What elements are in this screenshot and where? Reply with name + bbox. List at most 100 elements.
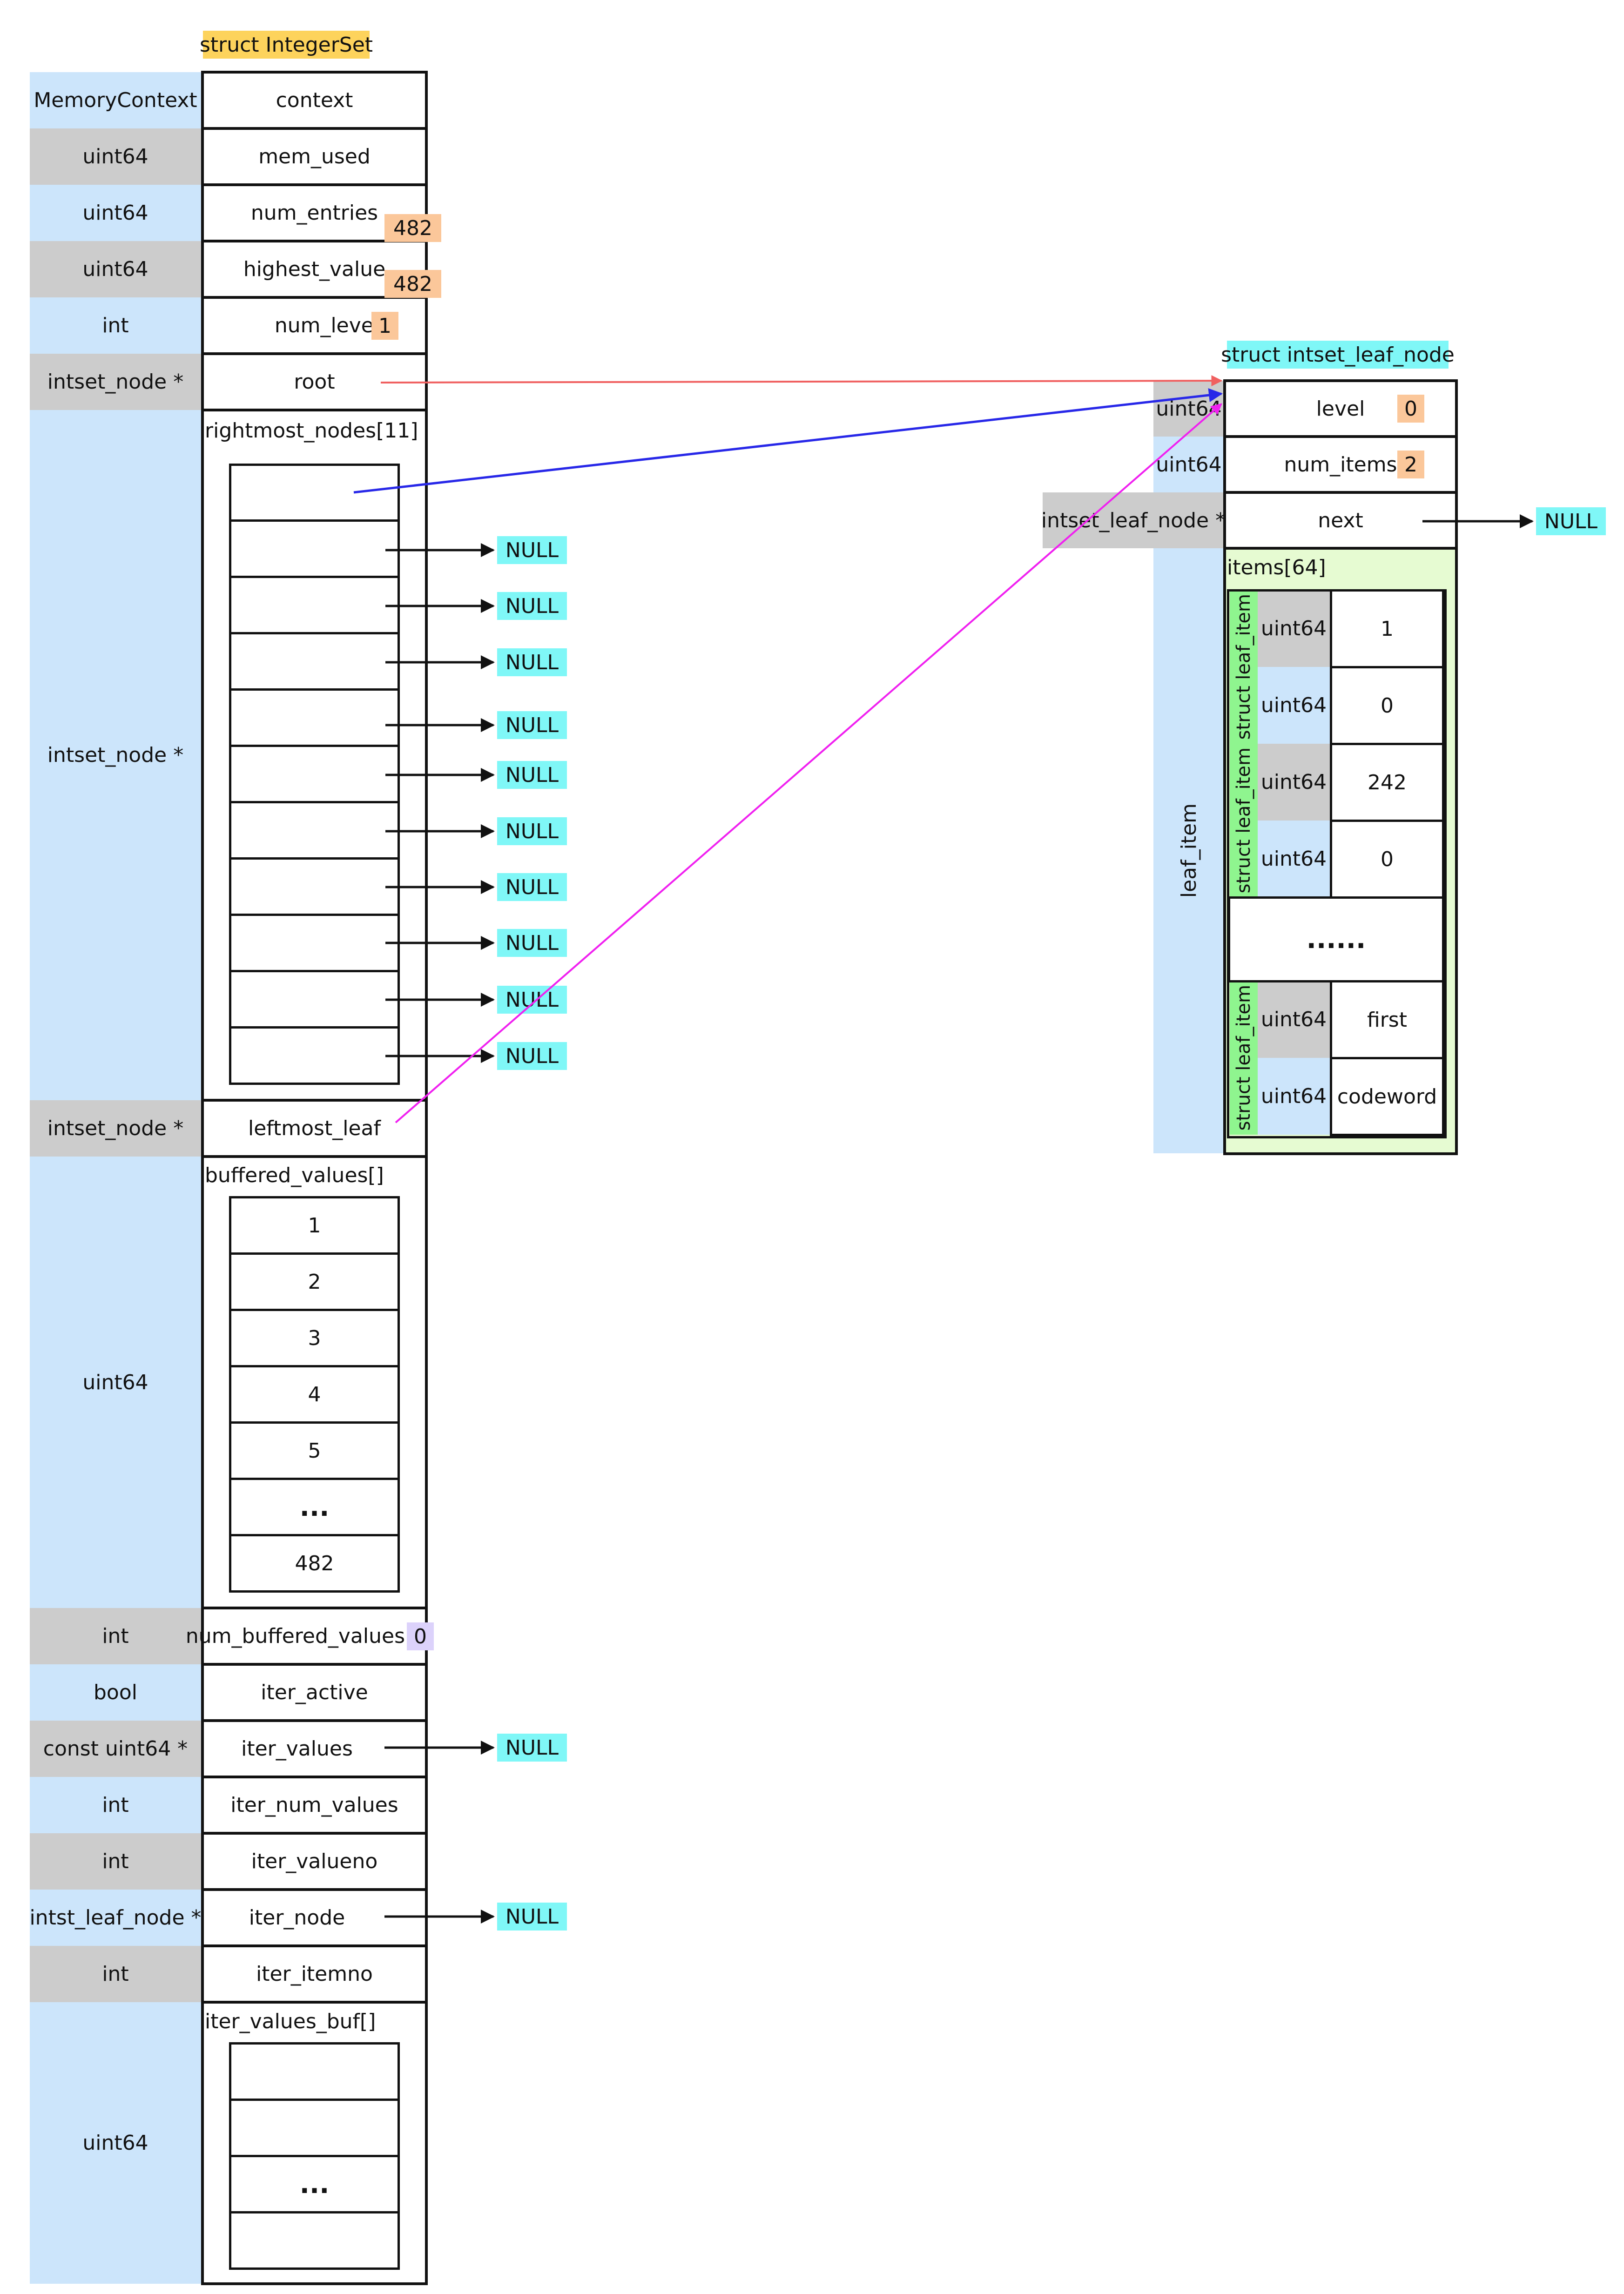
row-divider bbox=[201, 1832, 428, 1835]
item-ellipsis-cell: ...... bbox=[1228, 896, 1444, 982]
field-iter-itemno: iter_itemno bbox=[256, 1962, 373, 1986]
items-array-box bbox=[1227, 589, 1447, 1138]
row-divider bbox=[1223, 491, 1458, 494]
item-value-cell: codeword bbox=[1330, 1057, 1444, 1136]
field-iter-node: iter_node bbox=[249, 1906, 345, 1930]
type-cell: int bbox=[30, 1777, 201, 1833]
row-divider bbox=[201, 1155, 428, 1158]
leaf-items-label: items[64] bbox=[1227, 556, 1326, 579]
type-cell: intset_node * bbox=[30, 410, 201, 1100]
null-tag: NULL bbox=[497, 761, 567, 789]
leaf-type-cell: leaf_item bbox=[1153, 548, 1224, 1153]
leaf-item-struct-label: struct leaf_item bbox=[1230, 590, 1258, 744]
null-tag: NULL bbox=[497, 592, 567, 620]
row-divider bbox=[201, 1944, 428, 1947]
field-context: context bbox=[276, 88, 353, 112]
field-highest-value: highest_value bbox=[243, 257, 386, 281]
value-tag: 2 bbox=[1397, 451, 1424, 478]
leaf-node-title: struct intset_leaf_node bbox=[1221, 341, 1455, 369]
field-iter-values: iter_values bbox=[241, 1737, 353, 1761]
buffered-value-cell: 482 bbox=[229, 1534, 400, 1593]
array-slot bbox=[229, 1026, 400, 1085]
null-tag: NULL bbox=[497, 1042, 567, 1070]
row-divider bbox=[201, 127, 428, 130]
type-cell: intset_node * bbox=[30, 1100, 201, 1157]
null-tag: NULL bbox=[497, 648, 567, 676]
root-pointer-arrow bbox=[380, 375, 1223, 387]
type-cell: int bbox=[30, 1946, 201, 2002]
field-num-levels: num_levels bbox=[274, 314, 390, 337]
leaf-item-struct-label: struct leaf_item bbox=[1230, 981, 1258, 1135]
leaf-type-cell: intset_leaf_node * bbox=[1041, 492, 1226, 548]
row-divider bbox=[201, 1888, 428, 1891]
item-type-cell: uint64 bbox=[1258, 981, 1330, 1058]
rightmost-pointer-arrow bbox=[353, 388, 1223, 494]
null-tag: NULL bbox=[497, 817, 567, 845]
row-divider bbox=[1223, 547, 1458, 550]
array-slot bbox=[229, 464, 400, 522]
row-divider bbox=[201, 1607, 428, 1609]
type-cell: intst_leaf_node * bbox=[29, 1890, 202, 1946]
row-divider bbox=[201, 409, 428, 411]
item-type-cell: uint64 bbox=[1258, 744, 1330, 821]
leftmost-leaf-pointer-arrow bbox=[395, 403, 1222, 1123]
row-divider bbox=[201, 1776, 428, 1778]
field-iter-num-values: iter_num_values bbox=[230, 1793, 398, 1817]
buffered-value-cell: 1 bbox=[229, 1196, 400, 1255]
item-type-cell: uint64 bbox=[1258, 590, 1330, 667]
type-cell: uint64 bbox=[30, 185, 201, 241]
leaf-field-next: next bbox=[1318, 508, 1363, 532]
value-tag: 0 bbox=[407, 1622, 434, 1650]
item-value-cell: 0 bbox=[1330, 820, 1444, 899]
item-value-cell: 242 bbox=[1330, 743, 1444, 822]
null-arrows bbox=[384, 514, 1534, 1924]
field-buffered-values: buffered_values[] bbox=[205, 1164, 384, 1187]
leaf-type-cell: uint64 bbox=[1153, 437, 1224, 492]
buffered-value-cell: 2 bbox=[229, 1252, 400, 1311]
type-cell: int bbox=[30, 1608, 201, 1664]
array-slot bbox=[229, 688, 400, 747]
type-cell: uint64 bbox=[30, 241, 201, 297]
type-cell: int bbox=[30, 297, 201, 354]
iter-buf-cell bbox=[229, 2211, 400, 2270]
value-tag: 0 bbox=[1397, 395, 1424, 423]
field-iter-active: iter_active bbox=[261, 1681, 368, 1704]
row-divider bbox=[201, 2001, 428, 2004]
type-cell: uint64 bbox=[30, 1157, 201, 1608]
field-leftmost-leaf: leftmost_leaf bbox=[248, 1117, 381, 1140]
row-divider bbox=[201, 352, 428, 355]
value-tag: 1 bbox=[371, 312, 398, 340]
null-tag: NULL bbox=[497, 986, 567, 1014]
item-type-cell: uint64 bbox=[1258, 667, 1330, 744]
type-cell: int bbox=[30, 1833, 201, 1890]
type-cell: uint64 bbox=[30, 128, 201, 185]
leaf-field-level: level bbox=[1316, 397, 1365, 421]
row-divider bbox=[201, 296, 428, 299]
null-tag: NULL bbox=[497, 1903, 567, 1931]
integerset-struct-box bbox=[201, 71, 428, 2285]
null-tag: NULL bbox=[1536, 507, 1606, 535]
type-cell: uint64 bbox=[30, 2002, 201, 2284]
null-tag: NULL bbox=[497, 1734, 567, 1762]
field-iter-values-buf: iter_values_buf[] bbox=[205, 2010, 376, 2033]
null-tag: NULL bbox=[497, 873, 567, 901]
item-type-cell: uint64 bbox=[1258, 821, 1330, 897]
item-value-cell: 1 bbox=[1330, 589, 1444, 668]
field-iter-valueno: iter_valueno bbox=[251, 1850, 378, 1873]
type-cell: const uint64 * bbox=[30, 1721, 201, 1777]
row-divider bbox=[201, 183, 428, 186]
row-divider bbox=[201, 1719, 428, 1722]
row-divider bbox=[201, 240, 428, 242]
row-divider bbox=[201, 1099, 428, 1102]
leaf-item-struct-label: struct leaf_item bbox=[1230, 744, 1258, 897]
item-value-cell: 0 bbox=[1330, 666, 1444, 745]
field-root: root bbox=[294, 370, 335, 394]
value-tag: 482 bbox=[384, 214, 441, 242]
array-slot bbox=[229, 519, 400, 578]
type-cell: MemoryContext bbox=[30, 72, 201, 128]
field-rightmost-nodes: rightmost_nodes[11] bbox=[205, 419, 418, 443]
null-tag: NULL bbox=[497, 929, 567, 957]
null-tag: NULL bbox=[497, 711, 567, 739]
